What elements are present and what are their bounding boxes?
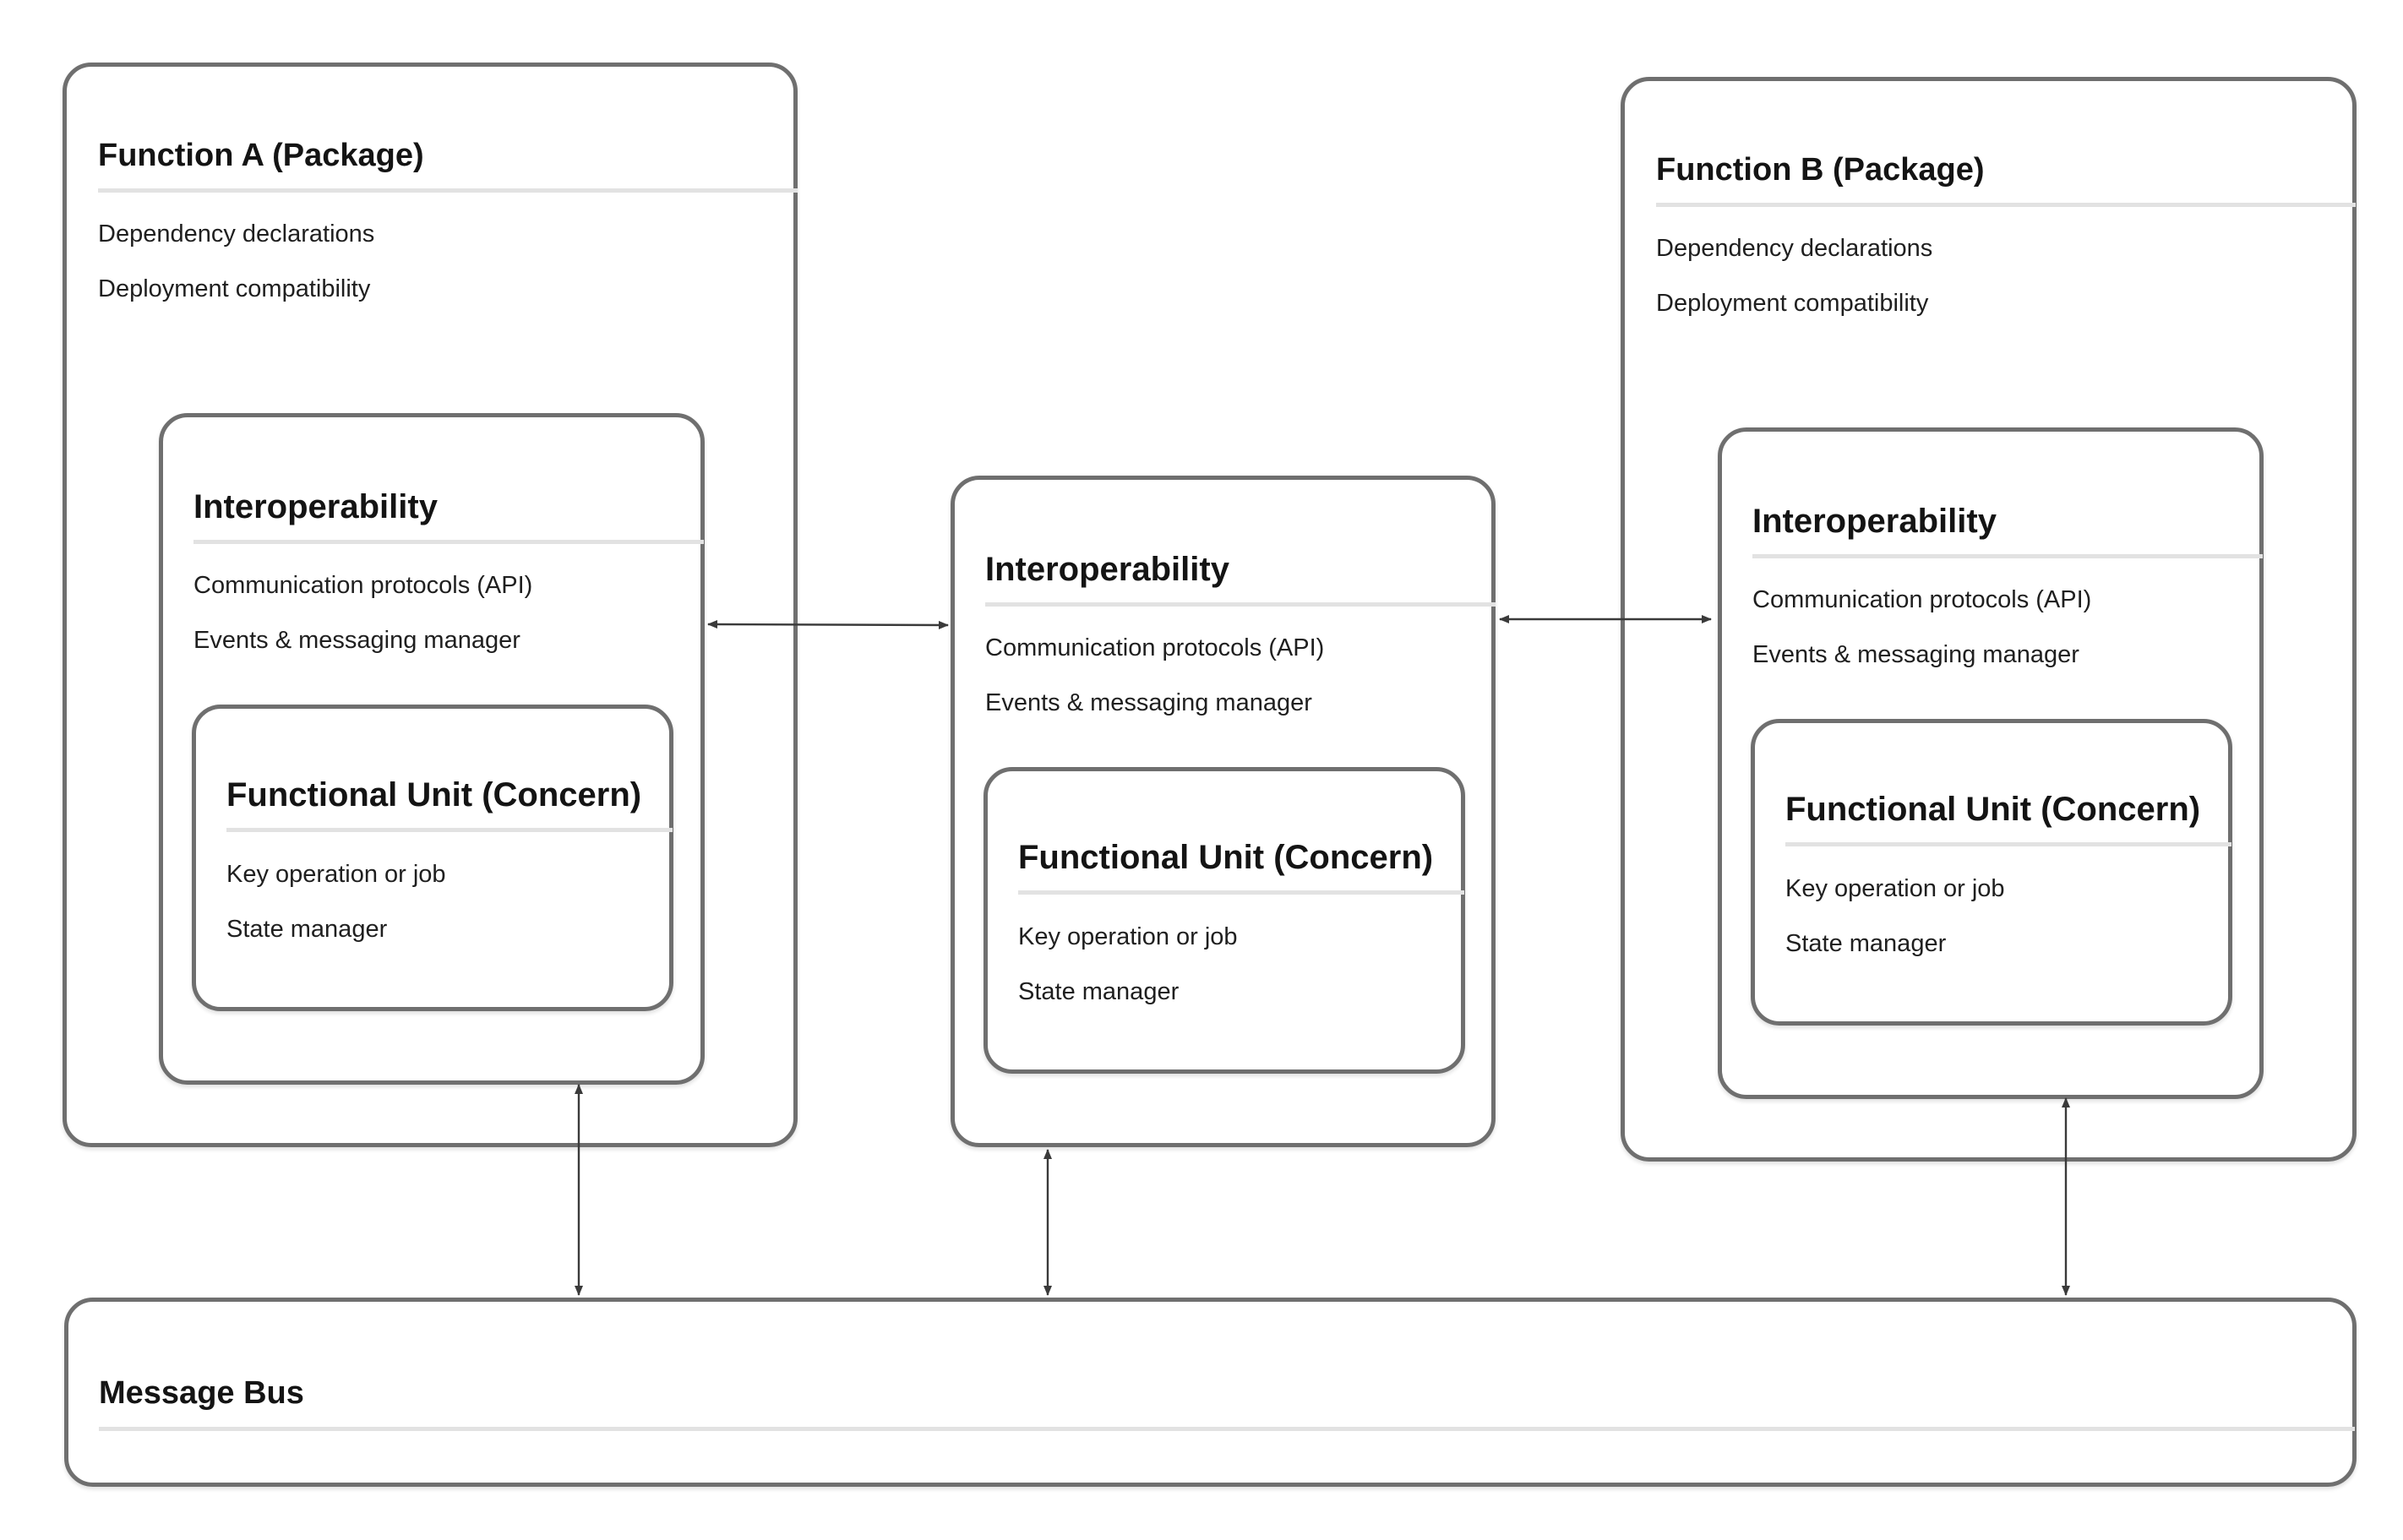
function-a-interoperability-item-events: Events & messaging manager [193,627,520,654]
function-b-functional-unit-title: Functional Unit (Concern) [1785,791,2201,828]
middle-functional-unit: Functional Unit (Concern) Key operation … [984,767,1465,1074]
message-bus-title: Message Bus [99,1375,304,1411]
function-b-functional-unit-item-key-operation: Key operation or job [1785,875,2005,902]
middle-interoperability-title: Interoperability [985,551,1229,588]
function-a-functional-unit: Functional Unit (Concern) Key operation … [192,705,673,1011]
function-b-functional-unit-item-state-manager: State manager [1785,930,1947,957]
middle-interoperability-item-api: Communication protocols (API) [985,634,1325,661]
function-b-interoperability: Interoperability Communication protocols… [1718,427,2264,1099]
function-b-title: Function B (Package) [1656,152,1985,188]
function-b-item-dependency: Dependency declarations [1656,235,1933,262]
function-a-interoperability-divider [193,540,704,544]
function-a-functional-unit-item-state-manager: State manager [226,916,388,943]
message-bus: Message Bus [64,1298,2357,1487]
function-b-interoperability-item-api: Communication protocols (API) [1752,586,2092,613]
function-a-functional-unit-title: Functional Unit (Concern) [226,776,642,814]
function-b-interoperability-divider [1752,554,2263,558]
function-a-interoperability: Interoperability Communication protocols… [159,413,705,1085]
function-a-functional-unit-divider [226,828,673,832]
function-b-divider [1656,203,2356,207]
message-bus-divider [99,1427,2355,1431]
function-b-item-deployment: Deployment compatibility [1656,290,1929,317]
function-a-divider [98,188,798,193]
middle-functional-unit-divider [1018,890,1464,895]
function-b-functional-unit-divider [1785,842,2231,846]
function-a-title: Function A (Package) [98,138,424,173]
middle-functional-unit-item-key-operation: Key operation or job [1018,923,1238,950]
middle-interoperability-item-events: Events & messaging manager [985,689,1312,716]
function-b-interoperability-item-events: Events & messaging manager [1752,641,2079,668]
middle-interoperability: Interoperability Communication protocols… [951,476,1496,1147]
function-a-package: Function A (Package) Dependency declarat… [63,63,798,1147]
function-a-functional-unit-item-key-operation: Key operation or job [226,861,446,888]
function-a-item-deployment: Deployment compatibility [98,275,371,302]
middle-interoperability-divider [985,602,1496,607]
function-b-package: Function B (Package) Dependency declarat… [1621,77,2357,1162]
function-a-interoperability-title: Interoperability [193,488,438,525]
middle-functional-unit-title: Functional Unit (Concern) [1018,839,1434,876]
function-a-interoperability-item-api: Communication protocols (API) [193,572,533,599]
function-a-item-dependency: Dependency declarations [98,220,375,248]
function-b-functional-unit: Functional Unit (Concern) Key operation … [1751,719,2232,1026]
function-b-interoperability-title: Interoperability [1752,503,1997,540]
middle-functional-unit-item-state-manager: State manager [1018,978,1180,1005]
